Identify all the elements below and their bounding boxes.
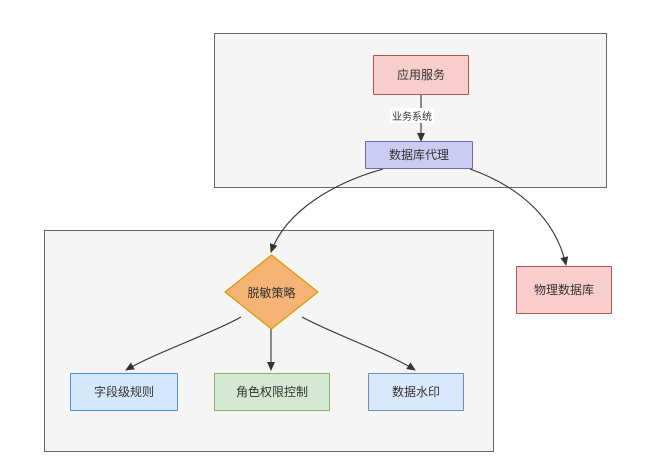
- node-role-access[interactable]: 角色权限控制: [214, 373, 330, 411]
- node-db-proxy[interactable]: 数据库代理: [365, 141, 473, 169]
- node-app-service[interactable]: 应用服务: [373, 55, 469, 95]
- edge-label-business-system: 业务系统: [390, 108, 434, 123]
- node-field-rule[interactable]: 字段级规则: [70, 373, 178, 411]
- node-watermark[interactable]: 数据水印: [368, 373, 464, 411]
- node-physical-db[interactable]: 物理数据库: [516, 266, 612, 314]
- diamond-shape: [224, 254, 319, 330]
- masking-policy-label: 脱敏策略: [247, 285, 296, 300]
- node-masking-policy[interactable]: 脱敏策略: [224, 254, 319, 330]
